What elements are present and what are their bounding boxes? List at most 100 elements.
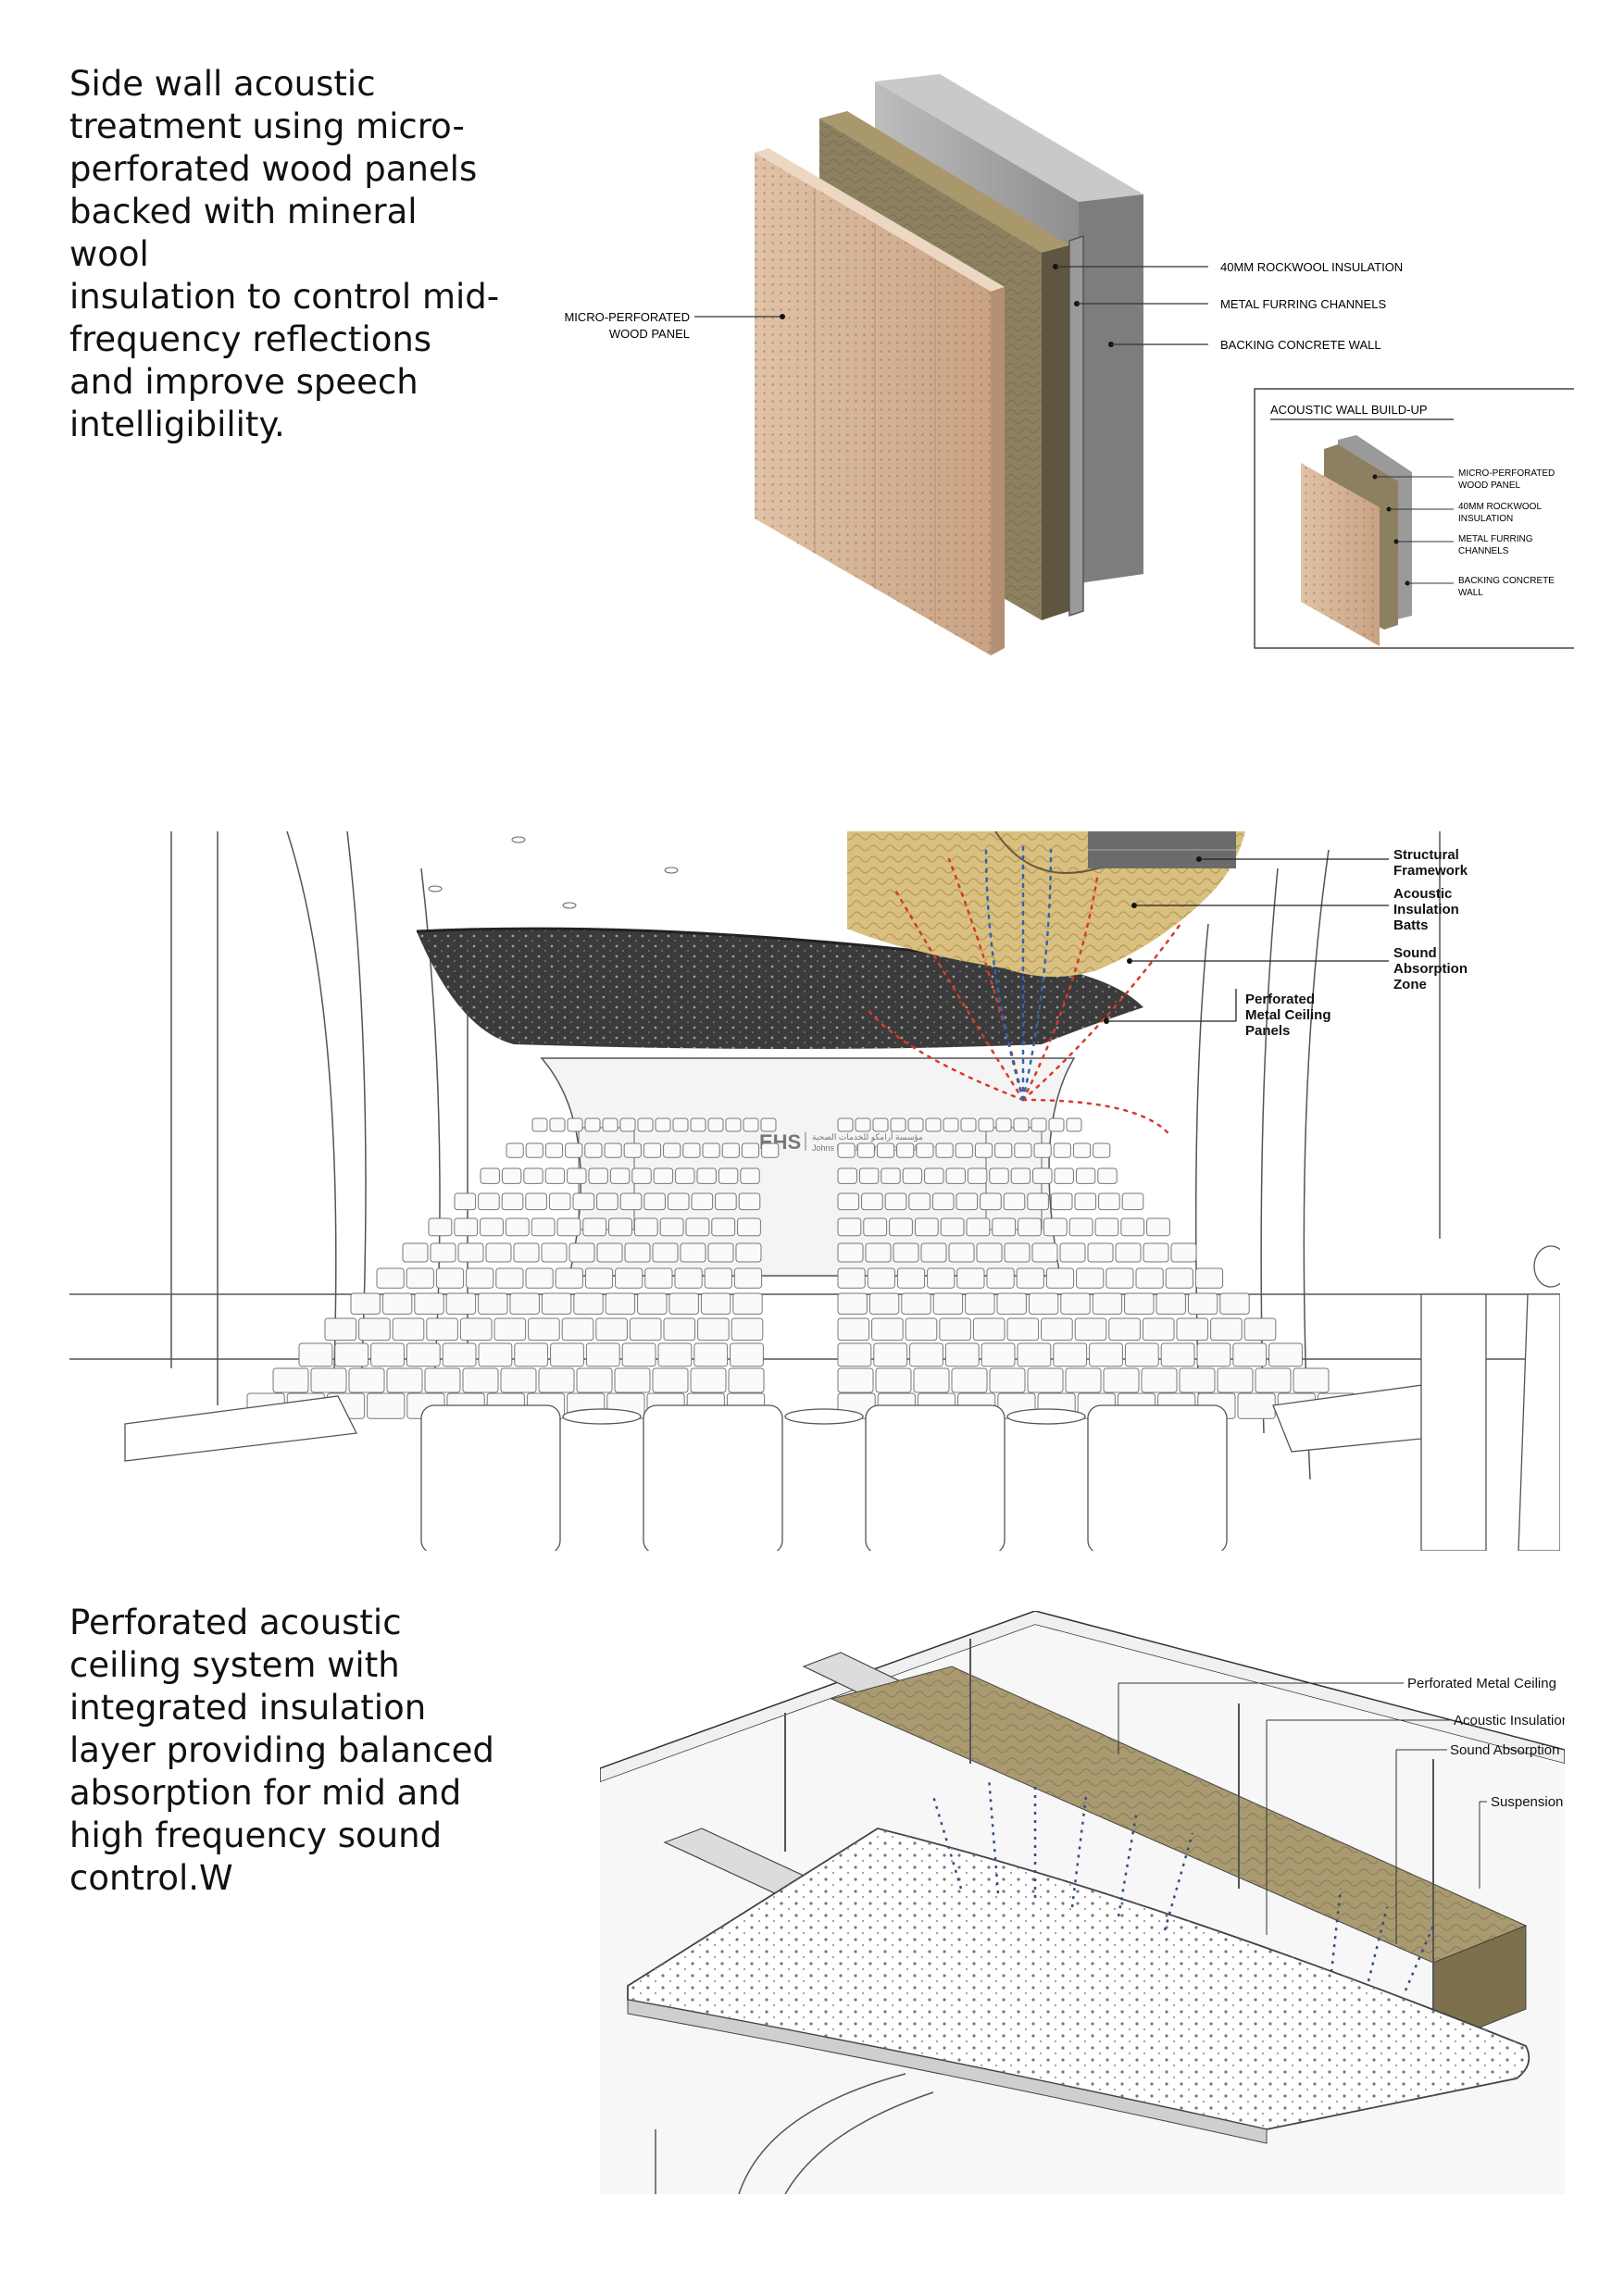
seat (624, 1242, 651, 1263)
seat (944, 1342, 980, 1367)
seat (549, 1117, 566, 1132)
auditorium-figure: EHS مؤسسة أرامكو للخدمات الصحية Johns Ho… (69, 831, 1560, 1551)
seat (837, 1292, 868, 1315)
ehs-logo: EHS مؤسسة أرامكو للخدمات الصحية Johns Ho… (759, 1130, 940, 1154)
seat (741, 1142, 760, 1158)
seat (386, 1367, 423, 1393)
svg-text:Panels: Panels (1245, 1023, 1290, 1039)
seat (478, 1292, 508, 1315)
seat (604, 1142, 622, 1158)
seat (430, 1242, 456, 1263)
seat (733, 1267, 763, 1289)
seat (478, 1192, 500, 1211)
seat (1027, 1367, 1064, 1393)
seat (478, 1342, 513, 1367)
seat (633, 1217, 658, 1237)
seat (732, 1292, 763, 1315)
seat (406, 1267, 434, 1289)
seat (837, 1267, 866, 1289)
seat (889, 1217, 913, 1237)
seat (1160, 1342, 1195, 1367)
seat (865, 1242, 892, 1263)
seat (966, 1217, 991, 1237)
seat (531, 1117, 548, 1132)
label-wood-panel: MICRO-PERFORATED WOOD PANEL (564, 310, 785, 341)
seat (1087, 1242, 1114, 1263)
seat (657, 1342, 693, 1367)
seat (992, 1217, 1017, 1237)
seat (837, 1167, 857, 1184)
seat (1016, 1267, 1044, 1289)
seat (1076, 1267, 1105, 1289)
seat (1165, 1267, 1193, 1289)
seating (246, 1117, 1356, 1419)
seat (974, 1142, 993, 1158)
seat (381, 1292, 413, 1315)
seat (1053, 1342, 1088, 1367)
ceiling-labels: Perforated Metal Ceiling Acoustic Insula… (1118, 1676, 1565, 1944)
seat (614, 1367, 651, 1393)
seat (761, 1142, 780, 1158)
seat (837, 1242, 864, 1263)
seat (738, 1192, 761, 1211)
seat (1115, 1242, 1142, 1263)
seat (1124, 1342, 1159, 1367)
svg-text:WALL: WALL (1458, 588, 1483, 598)
seat (702, 1142, 720, 1158)
seat (905, 1317, 938, 1341)
seat (500, 1367, 537, 1393)
seat (956, 1267, 985, 1289)
seat (1219, 1292, 1250, 1315)
seat (663, 1317, 696, 1341)
seat (643, 1142, 662, 1158)
seat (531, 1217, 556, 1237)
seat (691, 1192, 714, 1211)
seat (743, 1117, 759, 1132)
seat (550, 1342, 584, 1367)
seat (731, 1317, 764, 1341)
seat (595, 1317, 628, 1341)
seat (690, 1367, 727, 1393)
seat (945, 1167, 966, 1184)
seat (619, 1117, 636, 1132)
seat (272, 1367, 309, 1393)
seat (1103, 1367, 1140, 1393)
seat (538, 1367, 575, 1393)
seat (350, 1292, 381, 1315)
svg-text:Sound Absorption I: Sound Absorption I (1450, 1742, 1565, 1758)
seat (1050, 1192, 1073, 1211)
seat (1156, 1292, 1186, 1315)
seat (1097, 1167, 1118, 1184)
seat (872, 1117, 889, 1132)
seat (704, 1267, 732, 1289)
seat (1003, 1192, 1026, 1211)
seat (428, 1217, 453, 1237)
svg-text:WOOD PANEL: WOOD PANEL (1458, 480, 1520, 491)
seat (901, 1292, 931, 1315)
label-furring: METAL FURRING CHANNELS (1074, 297, 1386, 311)
seat (837, 1217, 862, 1237)
seat (568, 1242, 595, 1263)
seat (348, 1367, 385, 1393)
seat (459, 1317, 493, 1341)
svg-text:INSULATION: INSULATION (1458, 514, 1513, 524)
svg-text:Suspension S: Suspension S (1491, 1794, 1565, 1810)
seat (1072, 1142, 1092, 1158)
seat (644, 1267, 673, 1289)
svg-text:Zone: Zone (1393, 977, 1427, 992)
seat (501, 1192, 524, 1211)
svg-text:Perforated: Perforated (1245, 992, 1315, 1007)
seat (1014, 1142, 1032, 1158)
seat (1089, 1342, 1123, 1367)
svg-text:Perforated Metal Ceiling: Perforated Metal Ceiling (1407, 1676, 1556, 1691)
seat (615, 1267, 643, 1289)
seat (602, 1117, 618, 1132)
seat (700, 1292, 731, 1315)
absorption-arrows (931, 1777, 1435, 1991)
seat (523, 1167, 543, 1184)
svg-text:ACOUSTIC WALL BUILD-UP: ACOUSTIC WALL BUILD-UP (1270, 403, 1428, 417)
seat (567, 1117, 583, 1132)
seat (668, 1292, 699, 1315)
seat (556, 1217, 581, 1237)
seat (655, 1117, 671, 1132)
